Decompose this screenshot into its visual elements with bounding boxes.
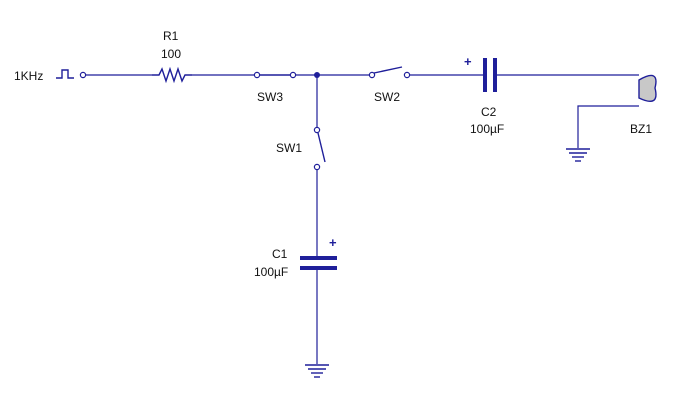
sw1-ref-label: SW1 <box>276 141 302 155</box>
sw1-lever <box>317 132 326 163</box>
sw2-contact-left <box>368 71 376 79</box>
c1-ref-label: C1 <box>272 247 288 261</box>
sw3-ref-label: SW3 <box>257 90 283 104</box>
resistor-r1: R1 100 <box>152 29 192 84</box>
sw1-contact-top <box>313 126 321 134</box>
sw2-lever <box>373 66 403 74</box>
sw3-contact-right <box>289 71 297 79</box>
sw2-ref-label: SW2 <box>374 90 400 104</box>
source-label: 1KHz <box>14 69 43 83</box>
switch-sw2: SW2 <box>368 66 411 104</box>
c2-polarity-label: + <box>464 54 472 69</box>
r1-ref-label: R1 <box>163 29 179 43</box>
buzzer-bz1: BZ1 <box>630 74 657 136</box>
resistor-zigzag-icon <box>152 66 192 84</box>
r1-value-label: 100 <box>161 47 181 61</box>
square-wave-icon <box>56 69 74 79</box>
capacitor-c1: + C1 100µF <box>254 235 337 279</box>
source-terminal <box>79 71 87 79</box>
bz1-ref-label: BZ1 <box>630 122 652 136</box>
switch-sw3: SW3 <box>253 71 297 104</box>
ground-symbol-right <box>566 148 590 162</box>
c1-polarity-label: + <box>329 235 337 250</box>
sw1-contact-bottom <box>313 163 321 171</box>
sw3-contact-left <box>253 71 261 79</box>
switch-sw1: SW1 <box>276 126 326 171</box>
sw2-contact-right <box>403 71 411 79</box>
ground-symbol-bottom <box>305 364 329 378</box>
capacitor-c2: + C2 100µF <box>464 54 504 136</box>
wire-bz1-ground <box>577 105 639 148</box>
c2-value-label: 100µF <box>470 122 504 136</box>
signal-source: 1KHz <box>14 69 87 83</box>
speaker-cone-icon <box>638 74 657 102</box>
c2-ref-label: C2 <box>481 105 497 119</box>
c1-value-label: 100µF <box>254 265 288 279</box>
